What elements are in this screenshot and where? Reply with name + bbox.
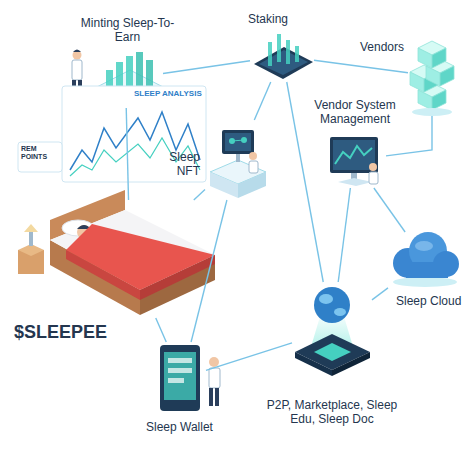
- connector-line: [156, 318, 166, 342]
- node-label: $SLEEPEE: [14, 322, 114, 344]
- illustration-node: Sleep Wallet: [158, 342, 206, 414]
- connector-line: [338, 188, 350, 282]
- connector-line: [386, 116, 432, 156]
- nft-desk: [210, 130, 266, 198]
- node-label: Sleep Cloud: [396, 294, 462, 308]
- illustration-node: Vendor System Management: [322, 132, 386, 188]
- vendor-cubes: [410, 41, 454, 116]
- illustration-node: Staking: [250, 30, 314, 82]
- bed-illustration: [18, 190, 215, 315]
- node-label: Sleep NFT: [160, 150, 200, 179]
- chart-label: REM POINTS: [21, 145, 59, 161]
- node-label: Sleep Wallet: [146, 420, 222, 434]
- node-label: Vendors: [356, 40, 404, 54]
- wallet-phone: [160, 345, 220, 411]
- chart-label: SLEEP ANALYSIS: [134, 89, 204, 98]
- connector-line: [126, 108, 128, 200]
- connector-line: [206, 343, 292, 371]
- connector-line: [163, 61, 250, 74]
- illustration-node: Minting Sleep-To-Earn: [88, 50, 163, 108]
- node-label: Vendor System Management: [312, 98, 398, 127]
- illustration-node: Sleep Cloud: [388, 232, 462, 288]
- illustration-node: $SLEEPEE: [40, 200, 220, 318]
- management-monitor: [330, 137, 378, 186]
- connector-line: [254, 82, 270, 120]
- connector-line: [191, 200, 227, 342]
- cloud-icon: [393, 232, 459, 287]
- connector-line: [374, 188, 405, 232]
- illustration-node: Vendors: [408, 36, 456, 116]
- node-label: P2P, Marketplace, Sleep Edu, Sleep Doc: [262, 398, 402, 427]
- connector-line: [314, 60, 408, 73]
- connector-line: [372, 288, 388, 300]
- sleep-analysis-panel: [18, 86, 206, 182]
- globe-chip: [295, 287, 370, 376]
- node-label: Minting Sleep-To-Earn: [75, 16, 180, 45]
- illustration-node: P2P, Marketplace, Sleep Edu, Sleep Doc: [292, 282, 372, 378]
- connector-line: [194, 190, 205, 200]
- staking-tablet: [254, 34, 313, 79]
- node-label: Staking: [248, 12, 308, 26]
- illustration-node: Sleep NFT: [205, 120, 269, 200]
